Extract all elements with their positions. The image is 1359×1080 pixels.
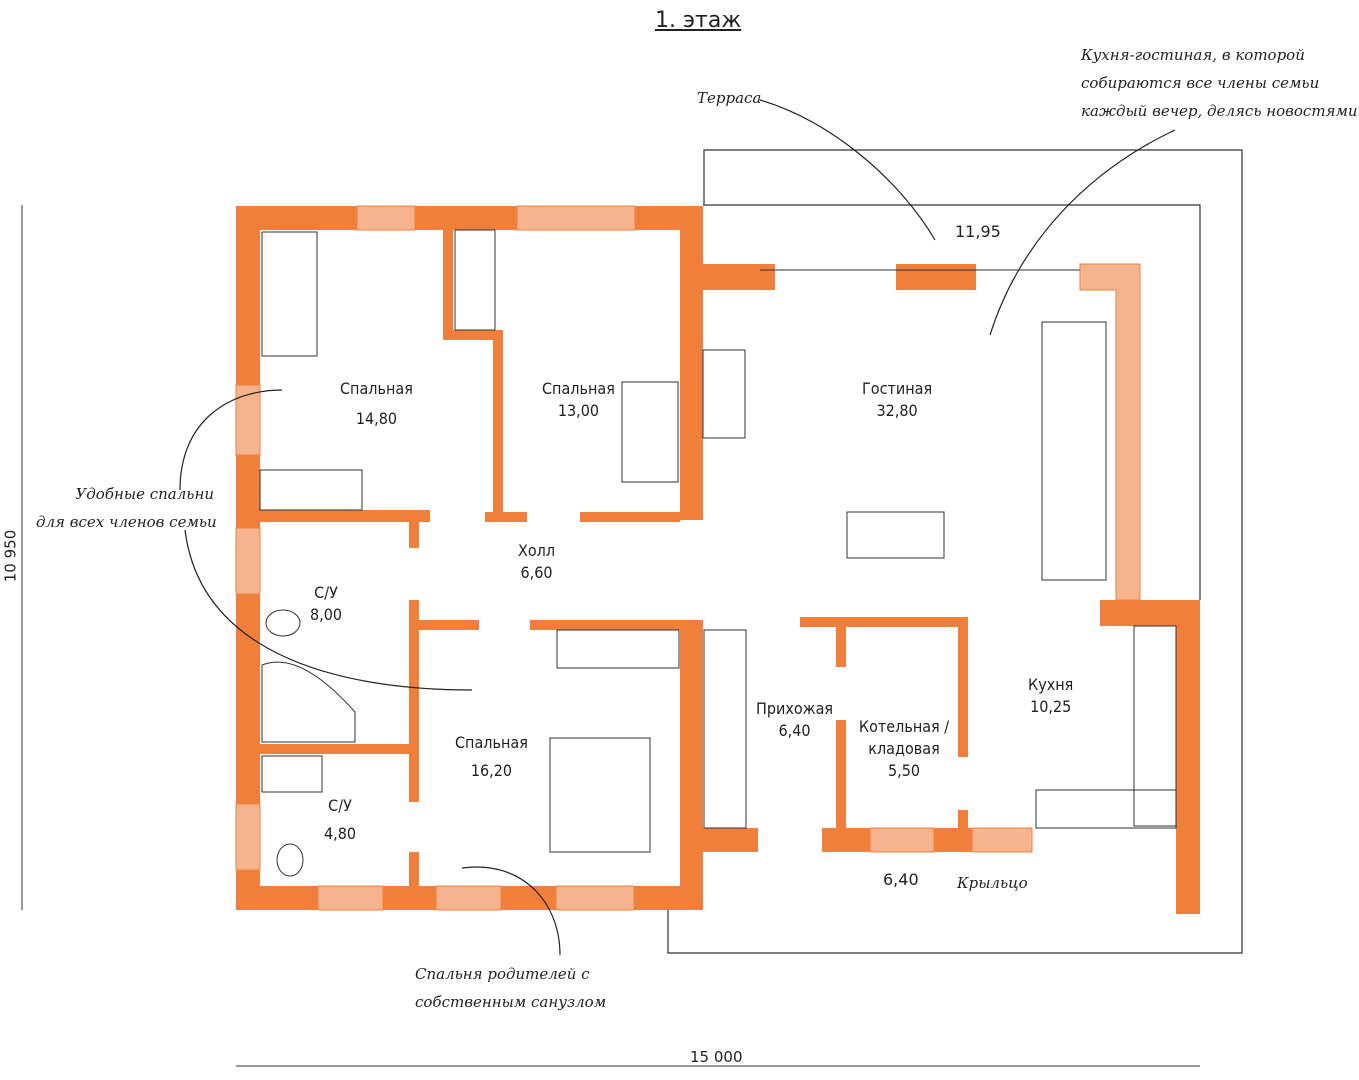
width-dimension: 15 000 <box>690 1048 743 1066</box>
note-line: собираются все члены семьи <box>1081 74 1320 92</box>
walls <box>236 206 1200 914</box>
room-area: 32,80 <box>876 401 918 420</box>
note-parents: Спальня родителей с собственным санузлом <box>415 960 606 1016</box>
height-dimension: 10 950 <box>1 529 20 583</box>
room-name: Холл <box>518 541 556 560</box>
room-name: Прихожая <box>756 699 834 718</box>
terrace-outline <box>667 149 1243 954</box>
room-boiler: Котельная / кладовая 5,50 <box>854 716 954 782</box>
note-line: каждый вечер, делясь новостями <box>1081 102 1358 120</box>
room-name: Гостиная <box>862 379 933 398</box>
note-line: для всех членов семьи <box>36 513 217 531</box>
terrace-label: Терраса <box>697 89 762 107</box>
note-line: собственным санузлом <box>415 993 607 1011</box>
porch-area: 6,40 <box>883 870 919 889</box>
room-bedroom-2: Спальная 13,00 <box>542 378 615 422</box>
annotation-arrows <box>179 99 1176 956</box>
room-name: Котельная / кладовая <box>858 717 950 758</box>
room-bedroom-3: Спальная 16,20 <box>455 732 528 782</box>
windows <box>235 205 1141 911</box>
furniture <box>259 229 1177 877</box>
room-name: Спальная <box>455 733 528 752</box>
note-line: Спальня родителей с <box>415 965 590 983</box>
room-area: 4,80 <box>324 824 357 843</box>
room-area: 13,00 <box>557 401 600 420</box>
room-name: Кухня <box>1028 675 1074 694</box>
room-name: Спальная <box>340 379 413 398</box>
room-name: С/У <box>328 796 352 815</box>
room-area: 8,00 <box>310 605 343 624</box>
room-name: С/У <box>314 583 338 602</box>
room-bathroom-1: С/У 8,00 <box>310 582 342 626</box>
room-name: Спальная <box>542 379 615 398</box>
room-area: 16,20 <box>470 761 513 780</box>
terrace-inner-line <box>703 204 1201 600</box>
room-bedroom-1: Спальная 14,80 <box>340 378 413 430</box>
note-line: Удобные спальни <box>75 485 214 503</box>
room-area: 5,50 <box>887 761 921 780</box>
room-area: 14,80 <box>355 409 398 428</box>
porch-label: Крыльцо <box>957 874 1028 892</box>
room-bathroom-2: С/У 4,80 <box>324 795 356 845</box>
note-bedrooms: Удобные спальни для всех членов семьи <box>36 480 217 536</box>
room-area: 10,25 <box>1030 697 1072 716</box>
room-area: 6,40 <box>778 721 811 740</box>
room-hall: Холл 6,60 <box>518 540 555 584</box>
note-kitchen-living: Кухня-гостиная, в которой собираются все … <box>1081 41 1358 125</box>
terrace-area: 11,95 <box>955 222 1001 241</box>
room-entrance: Прихожая 6,40 <box>756 698 833 742</box>
floor-title: 1. этаж <box>655 8 742 33</box>
room-area: 6,60 <box>520 563 553 582</box>
room-living: Гостиная 32,80 <box>862 378 932 422</box>
room-kitchen: Кухня 10,25 <box>1028 674 1073 718</box>
note-line: Кухня-гостиная, в которой <box>1081 46 1305 64</box>
